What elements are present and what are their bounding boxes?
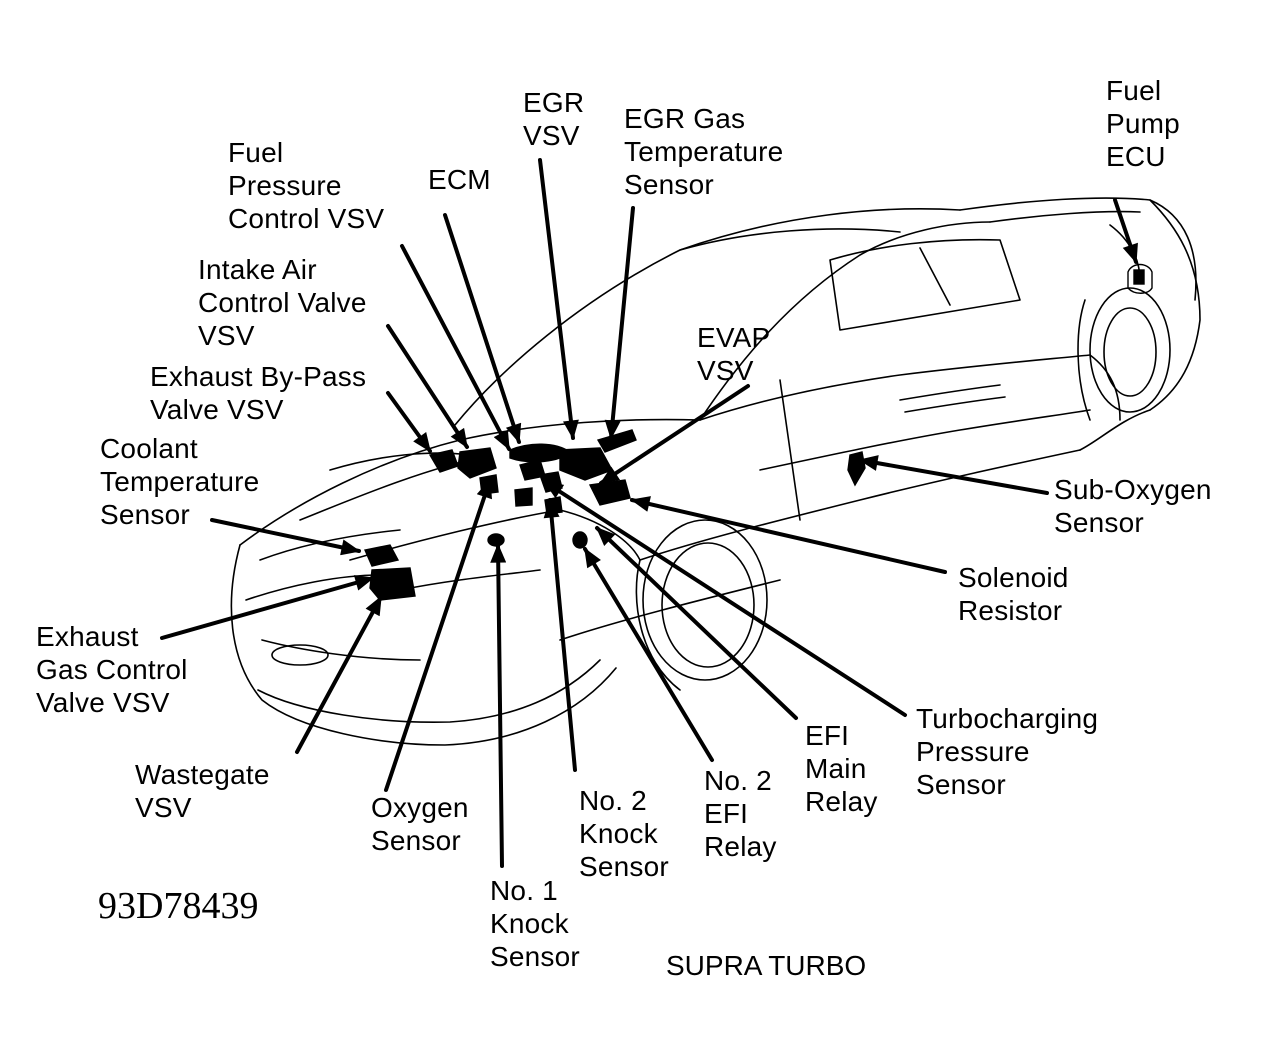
label-solenoid-resistor: Solenoid Resistor [958,561,1069,627]
label-turbocharging-pressure-sensor: Turbocharging Pressure Sensor [916,702,1098,801]
label-efi-main-relay: EFI Main Relay [805,719,878,818]
label-line: Relay [704,831,777,862]
label-line: Knock [490,908,569,939]
components [364,263,1153,601]
label-line: Temperature [624,136,784,167]
label-line: Exhaust [36,621,139,652]
label-line: Main [805,753,867,784]
label-line: Coolant [100,433,198,464]
label-line: Fuel [228,137,284,168]
label-line: EVAP [697,322,771,353]
label-line: Sensor [371,825,461,856]
label-fuel-pressure-control-vsv: Fuel Pressure Control VSV [228,136,384,235]
label-line: Control Valve [198,287,367,318]
label-line: Valve VSV [150,394,284,425]
label-line: No. 2 [704,765,772,796]
label-fuel-pump-ecu: Fuel Pump ECU [1106,74,1180,173]
figure-caption: SUPRA TURBO [666,950,867,981]
label-line: Turbocharging [916,703,1099,734]
label-line: Wastegate [135,759,270,790]
label-line: Relay [805,786,878,817]
label-line: EFI [704,798,749,829]
label-line: Pump [1106,108,1180,139]
label-egr-gas-temperature-sensor: EGR Gas Temperature Sensor [624,102,783,201]
label-line: Sensor [490,941,580,972]
label-no1-knock-sensor: No. 1 Knock Sensor [490,874,580,973]
label-line: Gas Control [36,654,188,685]
label-intake-air-control-valve-vsv: Intake Air Control Valve VSV [198,253,367,352]
label-ecm: ECM [428,163,491,196]
label-line: EGR Gas [624,103,746,134]
label-line: Knock [579,818,658,849]
label-line: Pressure [228,170,342,201]
label-line: EGR [523,87,585,118]
label-line: VSV [523,120,580,151]
label-line: Sensor [579,851,669,882]
leader-arrows [160,158,1138,868]
label-line: Solenoid [958,562,1069,593]
label-line: Sensor [1054,507,1144,538]
label-line: Control VSV [228,203,385,234]
label-wastegate-vsv: Wastegate VSV [135,758,270,824]
label-line: VSV [198,320,255,351]
label-line: VSV [697,355,754,386]
label-line: Sub-Oxygen [1054,474,1212,505]
label-line: No. 2 [579,785,647,816]
label-line: ECU [1106,141,1166,172]
label-line: VSV [135,792,192,823]
label-no2-efi-relay: No. 2 EFI Relay [704,764,777,863]
label-line: Sensor [624,169,714,200]
label-exhaust-bypass-valve-vsv: Exhaust By-Pass Valve VSV [150,360,366,426]
car-body [230,197,1201,746]
label-sub-oxygen-sensor: Sub-Oxygen Sensor [1054,473,1212,539]
label-exhaust-gas-control-valve-vsv: Exhaust Gas Control Valve VSV [36,620,188,719]
label-line: Resistor [958,595,1063,626]
label-line: Oxygen [371,792,469,823]
label-line: EFI [805,720,850,751]
label-line: Pressure [916,736,1030,767]
label-line: Sensor [100,499,190,530]
label-evap-vsv: EVAP VSV [697,321,770,387]
label-line: Intake Air [198,254,317,285]
label-line: Fuel [1106,75,1162,106]
figure-code: 93D78439 [98,885,259,927]
label-line: No. 1 [490,875,558,906]
label-line: Valve VSV [36,687,170,718]
label-egr-vsv: EGR VSV [523,86,584,152]
label-line: Temperature [100,466,260,497]
label-oxygen-sensor: Oxygen Sensor [371,791,469,857]
label-line: Sensor [916,769,1006,800]
label-line: ECM [428,164,491,195]
label-no2-knock-sensor: No. 2 Knock Sensor [579,784,669,883]
label-coolant-temperature-sensor: Coolant Temperature Sensor [100,432,259,531]
label-line: Exhaust By-Pass [150,361,367,392]
